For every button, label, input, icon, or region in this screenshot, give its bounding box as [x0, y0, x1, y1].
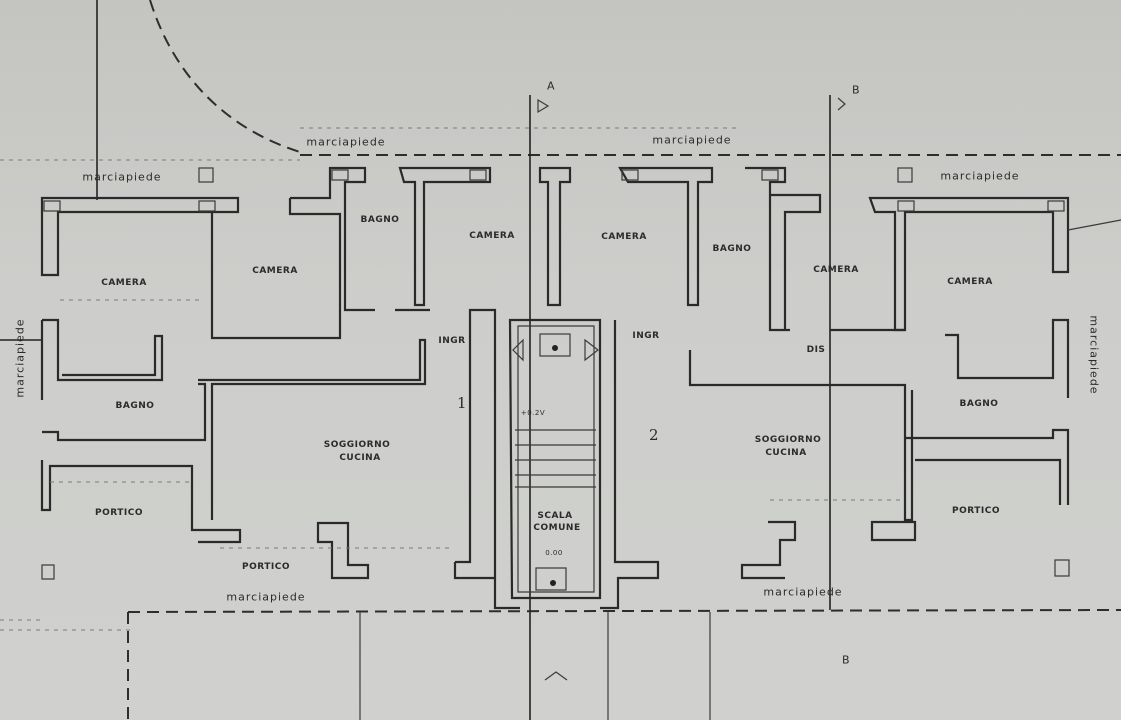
- room-portico-u1-w: PORTICO: [94, 508, 144, 518]
- room-bagno-u2-e: BAGNO: [959, 399, 999, 409]
- room-soggiorno-u1: SOGGIORNO: [323, 440, 391, 450]
- room-portico-u1-s: PORTICO: [241, 562, 291, 572]
- stair-level-top: +0.2V: [520, 409, 546, 417]
- room-camera-u2-ne: CAMERA: [947, 277, 993, 287]
- bottom-boundary: [127, 609, 1121, 613]
- sidewalk-label-e: marciapiede: [1087, 315, 1101, 395]
- section-marker-a: A: [546, 79, 556, 93]
- unit-number-1: 1: [456, 394, 468, 412]
- room-bagno-u2-n: BAGNO: [712, 244, 752, 254]
- sidewalk-label-se: marciapiede: [763, 585, 843, 599]
- room-ingr-u2: INGR: [632, 331, 660, 341]
- stair-label-line2: COMUNE: [533, 523, 581, 533]
- room-camera-u2-n: CAMERA: [813, 265, 859, 275]
- sidewalk-label-n1: marciapiede: [306, 135, 386, 149]
- room-soggiorno-u2: SOGGIORNO: [754, 435, 822, 445]
- room-ingr-u1: INGR: [438, 336, 466, 346]
- section-marker-b-bottom: B: [841, 653, 851, 667]
- sidewalk-label-ne: marciapiede: [940, 169, 1020, 183]
- room-camera-u1-nw: CAMERA: [101, 278, 147, 288]
- stair-core: [508, 318, 602, 600]
- room-camera-u2-center: CAMERA: [601, 232, 647, 242]
- room-cucina-u2: CUCINA: [765, 448, 807, 458]
- room-cucina-u1: CUCINA: [339, 453, 381, 463]
- sidewalk-label-nw: marciapiede: [82, 170, 162, 184]
- room-camera-u1-center: CAMERA: [469, 231, 515, 241]
- sidewalk-label-w: marciapiede: [13, 318, 27, 398]
- room-bagno-u1-w: BAGNO: [115, 401, 155, 411]
- stair-level-bottom: 0.00: [545, 549, 563, 557]
- room-camera-u1-n: CAMERA: [252, 266, 298, 276]
- road-curve: [149, 0, 301, 153]
- sidewalk-label-n2: marciapiede: [652, 133, 732, 147]
- room-bagno-u1-n: BAGNO: [360, 215, 400, 225]
- sidewalk-label-sw: marciapiede: [226, 590, 306, 604]
- room-dis-u2: DIS: [806, 345, 826, 355]
- unit-number-2: 2: [648, 426, 660, 444]
- stair-label-line1: SCALA: [537, 511, 573, 521]
- room-portico-u2-e: PORTICO: [951, 506, 1001, 516]
- section-marker-b: B: [851, 83, 861, 97]
